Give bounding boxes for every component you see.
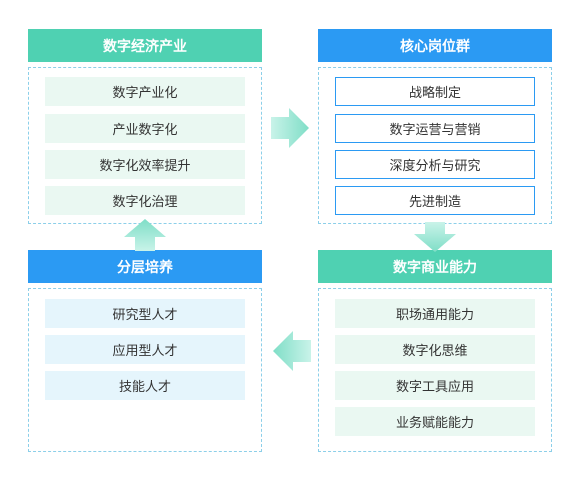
list-item: 数字运营与营销 (335, 114, 535, 143)
panel-digital-industry: 数字经济产业 数字产业化 产业数字化 数字化效率提升 数字化治理 (28, 29, 262, 224)
panel-title: 核心岗位群 (318, 29, 552, 62)
panel-title: 数字经济产业 (28, 29, 262, 62)
arrow-left-icon (273, 331, 311, 371)
list-item: 技能人才 (45, 371, 245, 400)
list-item: 数字化效率提升 (45, 150, 245, 179)
list-item: 战略制定 (335, 77, 535, 106)
list-item: 数字化治理 (45, 186, 245, 215)
panel-core-positions: 核心岗位群 战略制定 数字运营与营销 深度分析与研究 先进制造 (318, 29, 552, 224)
list-item: 深度分析与研究 (335, 150, 535, 179)
list-item: 数字工具应用 (335, 371, 535, 400)
panel-title: 数字商业能力 (318, 250, 552, 283)
arrow-up-icon (124, 219, 166, 251)
list-item: 先进制造 (335, 186, 535, 215)
panel-digital-business-ability: 数字商业能力 职场通用能力 数字化思维 数字工具应用 业务赋能能力 (318, 250, 552, 452)
arrow-down-icon (414, 222, 456, 252)
list-item: 数字产业化 (45, 77, 245, 106)
list-item: 产业数字化 (45, 114, 245, 143)
item-list: 职场通用能力 数字化思维 数字工具应用 业务赋能能力 (318, 288, 552, 452)
arrow-right-icon (271, 108, 309, 148)
panel-title: 分层培养 (28, 250, 262, 283)
panel-tiered-training: 分层培养 研究型人才 应用型人才 技能人才 (28, 250, 262, 452)
list-item: 应用型人才 (45, 335, 245, 364)
list-item: 业务赋能能力 (335, 407, 535, 436)
item-list: 战略制定 数字运营与营销 深度分析与研究 先进制造 (318, 67, 552, 224)
list-item: 研究型人才 (45, 299, 245, 328)
item-list: 研究型人才 应用型人才 技能人才 (28, 288, 262, 452)
list-item: 职场通用能力 (335, 299, 535, 328)
item-list: 数字产业化 产业数字化 数字化效率提升 数字化治理 (28, 67, 262, 224)
list-item: 数字化思维 (335, 335, 535, 364)
